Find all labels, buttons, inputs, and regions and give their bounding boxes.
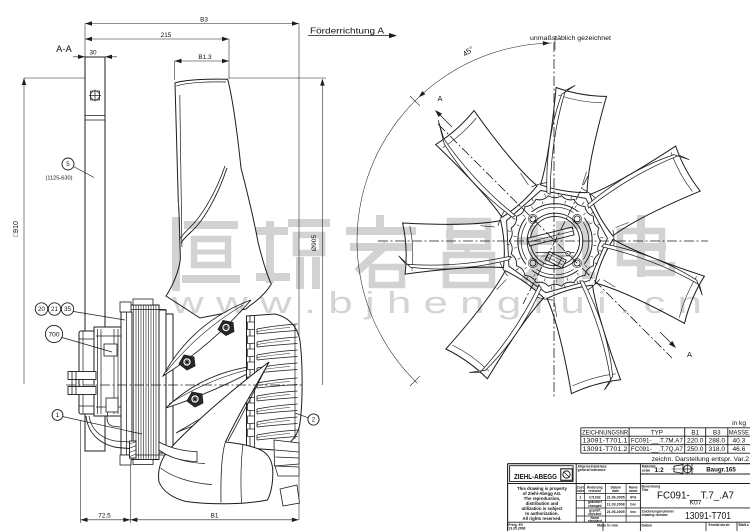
svg-text:Index: Index [576,489,585,493]
svg-text:40.3: 40.3 [732,437,745,444]
svg-text:1: 1 [579,495,581,499]
svg-text:in kg: in kg [732,420,746,427]
svg-text:72.5: 72.5 [98,512,111,519]
svg-text:Zust: Zust [577,485,585,489]
svg-text:K07: K07 [690,500,702,507]
svg-text:5: 5 [66,161,70,168]
svg-text:FC091-__.T.7Q.A7: FC091-__.T.7Q.A7 [631,446,683,453]
svg-text:IPG: IPG [630,495,636,499]
svg-text:TYP: TYP [651,429,663,436]
svg-text:of Ziehl-Abegg AG.: of Ziehl-Abegg AG. [523,491,562,496]
svg-text:MASSE: MASSE [729,429,749,436]
svg-text:21: 21 [51,306,58,313]
svg-text:Allgemeintoleranz: Allgemeintoleranz [578,464,608,468]
svg-text:This drawing is property: This drawing is property [517,486,568,491]
svg-text:Blatt v.: Blatt v. [739,523,750,527]
svg-text:B1: B1 [211,512,219,519]
svg-text:220.0: 220.0 [687,437,704,444]
svg-text:13091-T701: 13091-T701 [685,511,731,522]
svg-text:45°: 45° [461,44,476,58]
svg-text:changed: changed [588,504,602,508]
svg-text:revision: revision [588,489,601,493]
svg-text:Name: Name [629,485,638,489]
svg-text:Zeichnungsnummer: Zeichnungsnummer [642,509,675,513]
svg-text:(1125-630): (1125-630) [46,176,73,182]
svg-text:utilization is subject: utilization is subject [521,506,563,511]
svg-text:to authorization.: to authorization. [525,511,558,516]
svg-text:215: 215 [161,32,172,39]
svg-text:bre: bre [630,503,636,507]
svg-text:Norm: Norm [590,516,599,520]
svg-text:13.05.2008: 13.05.2008 [508,527,525,531]
svg-text:The reproduction,: The reproduction, [524,496,561,501]
svg-text:Maßstab: Maßstab [642,465,656,469]
svg-text:11.03.2008: 11.03.2008 [607,503,625,507]
svg-text:700: 700 [48,331,59,338]
svg-text:21.06.2005: 21.06.2005 [607,510,625,514]
svg-text:FC091-__.T.7M.A7: FC091-__.T.7M.A7 [631,437,683,444]
svg-text:Freig. EV: Freig. EV [508,523,523,527]
svg-text:35: 35 [64,306,71,313]
svg-text:A-A: A-A [56,43,72,54]
svg-text:unmaßstäblich gezeichnet: unmaßstäblich gezeichnet [530,35,611,42]
svg-text:A: A [687,350,692,359]
svg-text:B1.3: B1.3 [198,54,212,61]
svg-text:ZEICHNUNGSNR: ZEICHNUNGSNR [582,429,628,436]
svg-text:general tolerance: general tolerance [578,468,606,472]
svg-text:geprüft: geprüft [589,508,601,512]
svg-text:zeichn. Darstellung entspr. Va: zeichn. Darstellung entspr. Var.2 [652,456,750,463]
svg-text:brc: brc [630,510,636,514]
svg-text:ZIEHL-ABEGG: ZIEHL-ABEGG [514,472,557,481]
svg-text:standard: standard [588,519,602,523]
svg-text:geändert: geändert [588,500,603,504]
svg-text:Benennung: Benennung [642,485,661,489]
svg-text:13091-T701.2: 13091-T701.2 [583,446,628,453]
svg-text:C/1292: C/1292 [589,495,601,499]
svg-text:scale: scale [642,468,651,472]
svg-text:All rights reserved.: All rights reserved. [523,516,562,521]
svg-text:13091-T701.1: 13091-T701.1 [583,437,628,444]
svg-text:□910: □910 [13,221,20,237]
svg-text:1: 1 [56,412,60,419]
svg-text:Maße in mm: Maße in mm [597,523,618,527]
svg-text:20: 20 [38,306,45,313]
svg-text:Förderrichtung A: Förderrichtung A [310,26,385,35]
svg-text:46.6: 46.6 [732,446,745,453]
svg-text:name: name [629,489,638,493]
svg-text:Änderung: Änderung [587,485,603,489]
svg-text:B1: B1 [691,429,699,436]
svg-text:checked: checked [588,512,601,516]
svg-text:drawing number: drawing number [642,513,669,517]
svg-text:Datum: Datum [611,485,621,489]
svg-text:250.0: 250.0 [687,446,704,453]
svg-text:1:2: 1:2 [655,467,665,474]
svg-text:B3: B3 [713,429,721,436]
svg-text:2: 2 [312,417,316,424]
svg-text:w w w . b j h e n g r u i . c: w w w . b j h e n g r u i . c n [171,285,702,320]
svg-text:FC091-__T.7_.A7: FC091-__T.7_.A7 [657,489,734,501]
svg-text:288.0: 288.0 [709,437,726,444]
svg-text:Ø905: Ø905 [311,235,318,251]
svg-text:Ersetzt durch: Ersetzt durch [709,523,730,527]
svg-text:B3: B3 [200,17,208,24]
svg-text:318.0: 318.0 [709,446,726,453]
svg-text:Title: Title [642,488,649,492]
svg-text:A: A [437,94,442,103]
svg-text:date: date [612,489,619,493]
svg-text:30: 30 [89,50,97,57]
svg-text:distribution and: distribution and [526,501,559,506]
svg-text:21.06.2005: 21.06.2005 [607,495,625,499]
svg-text:Datum: Datum [642,523,653,527]
svg-text:Baugr.165: Baugr.165 [706,467,736,474]
